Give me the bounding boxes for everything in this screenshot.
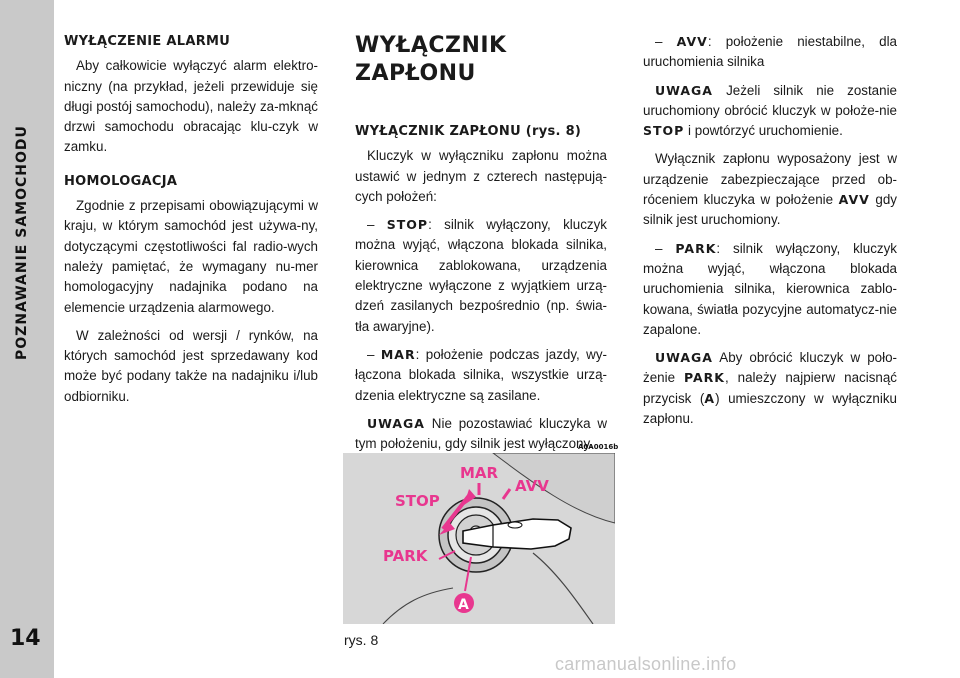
paragraph-alarm-off: Aby całkowicie wyłączyć alarm elektro-ni… bbox=[64, 58, 318, 155]
paragraph-warning-avv: UWAGA Jeżeli silnik nie zostanie uruchom… bbox=[643, 81, 897, 142]
park-label: PARK bbox=[675, 240, 717, 256]
warning-label: UWAGA bbox=[367, 415, 425, 431]
label-park: PARK bbox=[383, 547, 429, 565]
stop-text: : silnik wyłączony, kluczyk można wyjąć,… bbox=[355, 217, 607, 334]
ignition-switch-illustration: MAR AVV STOP PARK A bbox=[343, 452, 616, 625]
warning-text-b: , należy najpierw nacisnąć przycisk ( bbox=[643, 370, 898, 406]
warning-text-b: i powtórzyć uruchomienie. bbox=[684, 123, 843, 139]
paragraph-homologation: Zgodnie z przepisami obowiązującymi w kr… bbox=[64, 198, 318, 315]
key-icon bbox=[462, 518, 572, 550]
warning-text: Nie pozostawiać kluczyka w tym położeniu… bbox=[355, 415, 607, 452]
mar-label: MAR bbox=[380, 346, 416, 362]
paragraph-avv: – AVV: położenie niestabilne, dla urucho… bbox=[643, 34, 897, 70]
paragraph-warning-mar: UWAGA Nie pozostawiać kluczyka w tym poł… bbox=[355, 414, 607, 455]
mar-text: : położenie podczas jazdy, wy-łączona bl… bbox=[355, 346, 607, 403]
label-a: A bbox=[458, 597, 469, 613]
paragraph-park: – PARK: silnik wyłączony, kluczyk można … bbox=[643, 240, 897, 337]
stop-label: STOP bbox=[386, 217, 429, 233]
avv-label: AVV bbox=[676, 34, 708, 49]
warning-stop-label: STOP bbox=[643, 123, 685, 139]
warning-label: UWAGA bbox=[655, 350, 713, 366]
label-stop: STOP bbox=[395, 492, 440, 510]
park-text: : silnik wyłączony, kluczyk można wyjąć,… bbox=[643, 240, 897, 337]
section-title: POZNAWANIE SAMOCHODU bbox=[14, 125, 30, 360]
section-heading: WYŁĄCZNIK ZAPŁONU bbox=[355, 33, 507, 86]
warning-label: UWAGA bbox=[655, 82, 713, 98]
sidebar: POZNAWANIE SAMOCHODU 14 bbox=[0, 0, 54, 678]
anti-text-b: gdy silnik jest uruchomiony. bbox=[643, 192, 897, 228]
paragraph-warning-park: UWAGA Aby obrócić kluczyk w poło-żenie P… bbox=[643, 348, 897, 429]
column-left: WYŁĄCZENIE ALARMU Aby całkowicie wyłączy… bbox=[64, 32, 318, 415]
warning-text-a: Jeżeli silnik nie zostanie uruchomiony o… bbox=[643, 82, 897, 118]
column-middle: WYŁĄCZNIK ZAPŁONU WYŁĄCZNIK ZAPŁONU (rys… bbox=[355, 32, 607, 462]
figure-caption: rys. 8 bbox=[344, 632, 379, 648]
column-right: – AVV: położenie niestabilne, dla urucho… bbox=[643, 32, 897, 437]
label-avv: AVV bbox=[515, 477, 549, 495]
anti-text-a: Wyłącznik zapłonu wyposażony jest w urzą… bbox=[643, 151, 897, 208]
warning-text-c: ) umieszczony w wyłączniku zapłonu. bbox=[643, 390, 897, 427]
subheading-ignition: WYŁĄCZNIK ZAPŁONU (rys. 8) bbox=[355, 124, 582, 139]
warning-text-a: Aby obrócić kluczyk w poło-żenie bbox=[643, 350, 897, 386]
watermark: carmanualsonline.info bbox=[555, 654, 737, 674]
button-a-marker bbox=[454, 593, 474, 613]
figure-code: A0A0016b bbox=[578, 443, 619, 451]
warning-park-label: PARK bbox=[683, 370, 725, 386]
page-number: 14 bbox=[10, 626, 41, 651]
heading-alarm-off: WYŁĄCZENIE ALARMU bbox=[64, 34, 231, 49]
warning-a-label: A bbox=[704, 390, 716, 406]
paragraph-mar: – MAR: położenie podczas jazdy, wy-łączo… bbox=[355, 346, 607, 403]
paragraph-stop: – STOP: silnik wyłączony, kluczyk można … bbox=[355, 217, 607, 334]
paragraph-ignition-intro: Kluczyk w wyłączniku zapłonu można ustaw… bbox=[355, 148, 607, 204]
ignition-figure: MAR AVV STOP PARK A bbox=[343, 452, 616, 625]
anti-avv-label: AVV bbox=[838, 192, 870, 208]
paragraph-versions: W zależności od wersji / rynków, na któr… bbox=[64, 327, 318, 404]
avv-text: : położenie niestabilne, dla uruchomieni… bbox=[643, 34, 897, 70]
label-mar: MAR bbox=[460, 464, 499, 482]
heading-homologation: HOMOLOGACJA bbox=[64, 173, 178, 189]
paragraph-anti-rotation: Wyłącznik zapłonu wyposażony jest w urzą… bbox=[643, 149, 897, 230]
